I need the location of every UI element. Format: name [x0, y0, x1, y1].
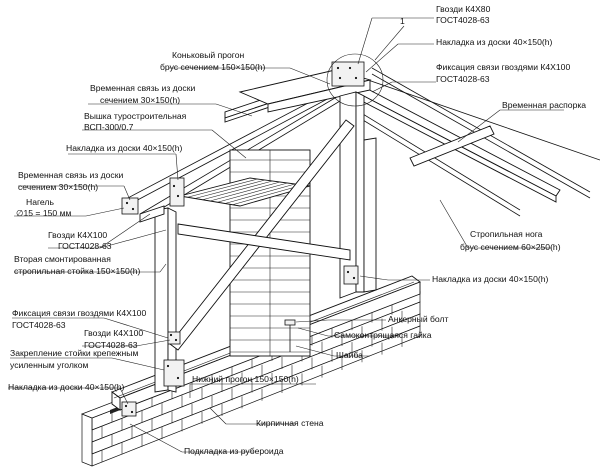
anchor-bolt: [284, 319, 296, 352]
label-fix-low: Фиксация связи гвоздями К4Х100: [12, 308, 146, 318]
label-temp-tie-top: Временная связь из доски: [90, 83, 195, 93]
label-nails-mid: Гвозди К4Х100: [48, 230, 107, 240]
label-anchor-bolt: Анкерный болт: [388, 314, 449, 324]
label-nails-low-gost: ГОСТ4028-63: [84, 340, 138, 350]
label-rafter-leg-size: брус сечением 60×250(h): [460, 242, 561, 252]
leader-lines: [8, 17, 564, 453]
callout-circle: [326, 53, 384, 107]
label-dowel: Нагель: [26, 197, 54, 207]
label-overlay-bottom: Накладка из доски 40×150(h): [8, 382, 124, 392]
label-tower: Вышка туростроительная: [84, 111, 187, 121]
label-nails-low: Гвозди К4Х100: [84, 328, 143, 338]
label-temp-tie-left: Временная связь из доски: [18, 170, 123, 180]
label-tower-model: ВСП-300/0.7: [84, 122, 134, 132]
label-lower-purlin: Нижний прогон 150×150(h): [192, 374, 299, 384]
label-underlay: Подкладка из рубероида: [184, 446, 284, 456]
label-second-post-size: стропильная стойка 150×150(h): [14, 266, 140, 276]
overlay-plates: [121, 61, 365, 417]
label-ridge-purlin-size: брус сечением 150×150(h): [160, 62, 265, 72]
label-overlay-right: Накладка из доски 40×150(h): [432, 274, 548, 284]
label-second-post: Вторая смонтированная: [14, 254, 111, 264]
label-temp-tie-top-size: сечением 30×150(h): [100, 95, 180, 105]
label-brick-wall: Кирпичная стена: [256, 418, 324, 428]
label-overlay-top: Накладка из доски 40×150(h): [436, 37, 552, 47]
label-nails-mid-gost: ГОСТ4028-63: [58, 241, 112, 251]
label-washer: Шайба: [336, 350, 363, 360]
label-temp-tie-left-size: сечением 30×150(h): [18, 182, 98, 192]
label-post-fix-angle: усиленным уголком: [10, 360, 89, 370]
label-nails-top: Гвозди К4Х80: [436, 4, 491, 14]
braces: [139, 119, 355, 351]
label-locknut: Самоконтрящаяся гайка: [334, 330, 432, 340]
callout-number: 1: [400, 16, 405, 26]
label-fix-top-gost: ГОСТ4028-63: [436, 74, 490, 84]
label-nails-top-gost: ГОСТ4028-63: [436, 15, 490, 25]
label-dowel-size: ∅15 = 150 мм: [16, 208, 71, 218]
rafter-posts: [154, 91, 377, 393]
label-temp-brace: Временная распорка: [502, 100, 586, 110]
labels: Гвозди К4Х80 ГОСТ4028-63 Накладка из дос…: [8, 4, 586, 456]
temporary-spacer-board: [409, 125, 495, 167]
label-overlay-left: Накладка из доски 40×150(h): [66, 143, 182, 153]
label-ridge-purlin: Коньковый прогон: [172, 50, 245, 60]
label-fix-top: Фиксация связи гвоздями К4Х100: [436, 62, 570, 72]
label-rafter-leg: Стропильная нога: [470, 229, 543, 239]
label-fix-low-gost: ГОСТ4028-63: [12, 320, 66, 330]
label-post-fix: Закрепление стойки крепежным: [10, 348, 138, 358]
